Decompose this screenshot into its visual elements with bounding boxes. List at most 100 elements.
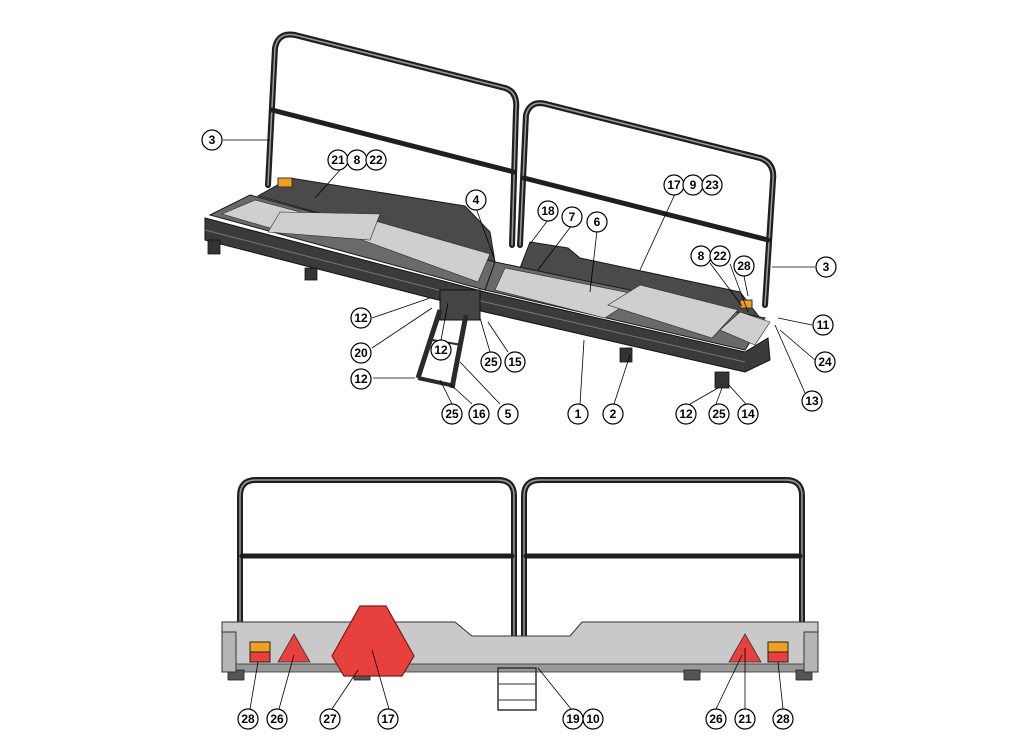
- callout-18: 18: [537, 200, 559, 222]
- callout-b-21: 21: [734, 708, 756, 730]
- front-ladder: [497, 667, 537, 711]
- callout-b-10: 10: [582, 708, 604, 730]
- callout-b-17: 17: [377, 708, 399, 730]
- svg-text:26: 26: [709, 712, 723, 726]
- front-panel: [221, 621, 819, 671]
- callout-12-c: 12: [350, 368, 372, 390]
- svg-text:22: 22: [713, 249, 727, 263]
- callout-b-19: 19: [562, 708, 584, 730]
- callout-28-top: 28: [733, 255, 755, 277]
- svg-text:17: 17: [381, 712, 395, 726]
- front-beam: [204, 217, 771, 373]
- svg-text:7: 7: [569, 210, 576, 224]
- callout-8-right: 8: [690, 245, 712, 267]
- callout-3-left: 3: [201, 129, 223, 151]
- leaders-top: [223, 139, 816, 405]
- callout-12-a: 12: [350, 307, 372, 329]
- svg-text:22: 22: [369, 153, 383, 167]
- callout-5: 5: [497, 403, 519, 425]
- callout-25-c: 25: [708, 403, 730, 425]
- callout-b-28-right: 28: [772, 708, 794, 730]
- callout-6: 6: [586, 211, 608, 233]
- callout-23: 23: [701, 174, 723, 196]
- front-view: 28 26 27 17 19 10 26 21 28: [221, 477, 819, 730]
- callout-24: 24: [814, 351, 836, 373]
- svg-text:23: 23: [705, 178, 719, 192]
- callout-22-left: 22: [365, 149, 387, 171]
- callout-b-28-left: 28: [237, 708, 259, 730]
- handrail-right: [517, 100, 777, 308]
- callout-b-26-right: 26: [705, 708, 727, 730]
- grating-right: [494, 267, 771, 346]
- isometric-view: 3 21 8 22 4 18 7 6 17 9 23 8 22 28 3 11 …: [201, 31, 837, 425]
- svg-text:26: 26: [270, 712, 284, 726]
- svg-text:24: 24: [818, 355, 832, 369]
- callout-b-26-left: 26: [266, 708, 288, 730]
- grating-left: [221, 199, 491, 283]
- front-handrail-left: [237, 477, 517, 663]
- front-handrail-right: [521, 477, 805, 663]
- callout-1: 1: [567, 403, 589, 425]
- svg-text:21: 21: [331, 153, 345, 167]
- svg-text:14: 14: [741, 407, 755, 421]
- lamp-left: [277, 177, 293, 188]
- callout-13: 13: [801, 390, 823, 412]
- svg-text:5: 5: [505, 407, 512, 421]
- callout-2: 2: [602, 403, 624, 425]
- tail-lamp-right: [767, 641, 789, 663]
- callout-9: 9: [682, 174, 704, 196]
- svg-text:1: 1: [575, 407, 582, 421]
- callout-4: 4: [465, 189, 487, 211]
- svg-text:4: 4: [473, 193, 480, 207]
- svg-text:11: 11: [817, 318, 830, 332]
- callout-17-top: 17: [663, 174, 685, 196]
- ladder: [415, 289, 481, 389]
- callout-14: 14: [737, 403, 759, 425]
- svg-text:8: 8: [698, 249, 705, 263]
- callout-25-b: 25: [441, 403, 463, 425]
- svg-text:27: 27: [323, 712, 337, 726]
- svg-text:6: 6: [594, 215, 601, 229]
- svg-text:2: 2: [610, 407, 617, 421]
- svg-text:12: 12: [434, 343, 448, 357]
- callout-21: 21: [327, 149, 349, 171]
- svg-text:25: 25: [445, 407, 459, 421]
- callout-8-left: 8: [346, 149, 368, 171]
- callout-7: 7: [561, 206, 583, 228]
- callout-3-right: 3: [815, 256, 837, 278]
- svg-text:21: 21: [738, 712, 752, 726]
- svg-text:13: 13: [805, 394, 819, 408]
- svg-text:17: 17: [667, 178, 681, 192]
- callout-22-right: 22: [709, 245, 731, 267]
- leaders-bottom: [249, 648, 784, 710]
- callout-16: 16: [468, 403, 490, 425]
- svg-text:16: 16: [472, 407, 486, 421]
- svg-text:18: 18: [541, 204, 555, 218]
- svg-text:12: 12: [679, 407, 693, 421]
- callout-20: 20: [350, 342, 372, 364]
- callout-12-d: 12: [675, 403, 697, 425]
- callout-15: 15: [504, 351, 526, 373]
- svg-text:8: 8: [354, 153, 361, 167]
- callouts-top: 3 21 8 22 4 18 7 6 17 9 23 8 22 28 3 11 …: [201, 129, 837, 425]
- svg-text:28: 28: [737, 259, 751, 273]
- svg-text:10: 10: [586, 712, 600, 726]
- svg-text:25: 25: [484, 355, 498, 369]
- svg-text:20: 20: [354, 346, 368, 360]
- callout-11: 11: [812, 314, 834, 336]
- callout-b-27: 27: [319, 708, 341, 730]
- tail-lamp-left: [249, 641, 271, 663]
- svg-text:12: 12: [354, 311, 368, 325]
- svg-text:15: 15: [508, 355, 522, 369]
- svg-text:3: 3: [823, 260, 830, 274]
- handrail-left: [265, 31, 520, 248]
- svg-text:12: 12: [354, 372, 368, 386]
- callout-12-b: 12: [430, 339, 452, 361]
- svg-text:28: 28: [776, 712, 790, 726]
- callouts-bottom: 28 26 27 17 19 10 26 21 28: [237, 708, 794, 730]
- svg-text:3: 3: [209, 133, 216, 147]
- svg-text:19: 19: [566, 712, 580, 726]
- reflector-triangle-left: [277, 633, 311, 663]
